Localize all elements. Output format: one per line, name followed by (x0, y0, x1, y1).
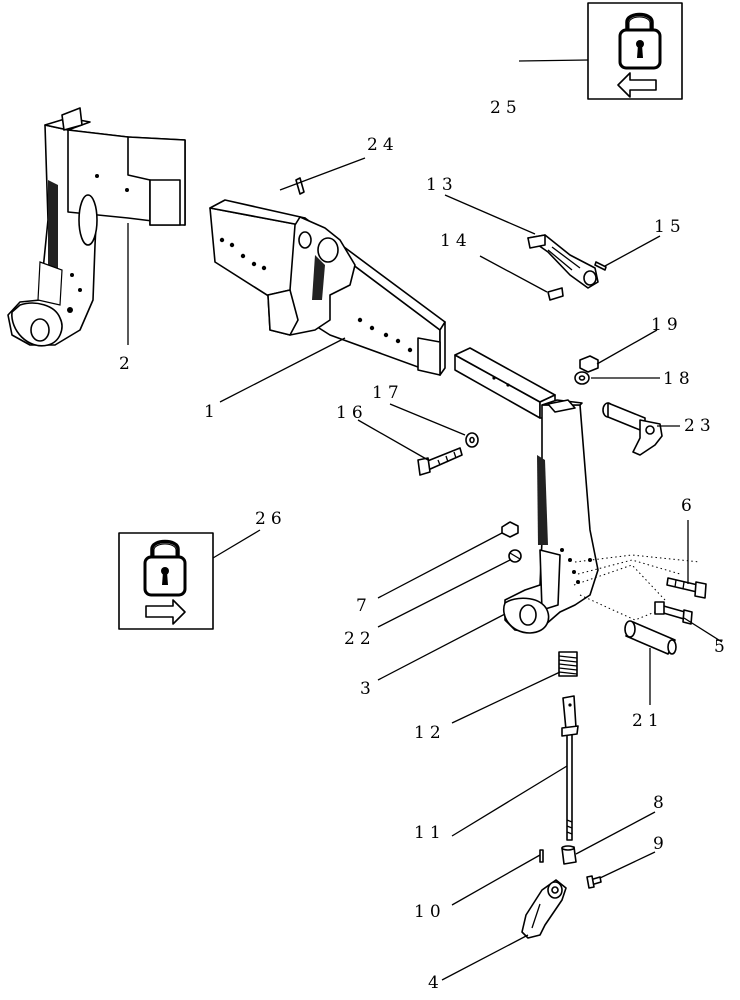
callout-19: 19 (651, 315, 683, 335)
part-14-bolt (547, 287, 564, 301)
callout-12: 12 (414, 723, 446, 743)
callout-7: 7 (356, 596, 372, 616)
part-19-nut (579, 355, 599, 373)
leader-lines (127, 59, 723, 981)
part-12-spring (558, 651, 578, 677)
part-16-bolt (417, 447, 463, 476)
callout-2: 2 (119, 354, 135, 374)
lock-left-icon (587, 2, 683, 100)
callout-13: 13 (426, 175, 458, 195)
part-24-roll-pin (295, 177, 305, 195)
callout-3: 3 (360, 679, 376, 699)
callout-23: 23 (684, 416, 716, 436)
part-9-screw (586, 875, 602, 889)
callout-15: 15 (654, 217, 686, 237)
part-2-left-bracket (7, 107, 186, 347)
callout-1: 1 (204, 402, 220, 422)
part-10-pin (539, 849, 544, 863)
part-23-handle-pin (602, 402, 663, 456)
part-22-clip (508, 549, 522, 563)
part-6-bolt (666, 577, 707, 599)
part-18-washer (574, 371, 590, 385)
part-7-nut (501, 521, 519, 538)
part-5-bolt (654, 601, 693, 625)
callout-8: 8 (653, 793, 669, 813)
part-13-latch-handle (527, 234, 599, 289)
callout-10: 10 (414, 902, 446, 922)
callout-25: 25 (490, 98, 522, 118)
callout-14: 14 (440, 231, 472, 251)
part-4-latch-lever (521, 879, 567, 939)
part-8-coupler (561, 845, 577, 865)
part-3-right-bracket (454, 347, 599, 634)
callout-16: 16 (336, 403, 368, 423)
lock-right-icon (118, 532, 214, 630)
part-21-pin (624, 620, 677, 655)
part-15-cotter-pin (594, 261, 607, 271)
callout-26: 26 (255, 509, 287, 529)
callout-17: 17 (372, 383, 404, 403)
callout-labels: 1 2 3 4 5 6 7 8 9 10 11 12 13 14 15 16 1… (119, 98, 730, 993)
callout-6: 6 (681, 496, 697, 516)
alignment-lines (573, 554, 701, 621)
part-17-washer (465, 432, 479, 448)
callout-5: 5 (714, 637, 730, 657)
callout-11: 11 (414, 823, 446, 843)
callout-21: 21 (632, 711, 664, 731)
callout-9: 9 (653, 834, 669, 854)
callout-24: 24 (367, 135, 399, 155)
part-11-latch-rod (561, 695, 579, 841)
callout-22: 22 (344, 629, 376, 649)
callout-4: 4 (428, 973, 444, 993)
part-1-hitch-bar (209, 199, 446, 376)
callout-18: 18 (663, 369, 695, 389)
